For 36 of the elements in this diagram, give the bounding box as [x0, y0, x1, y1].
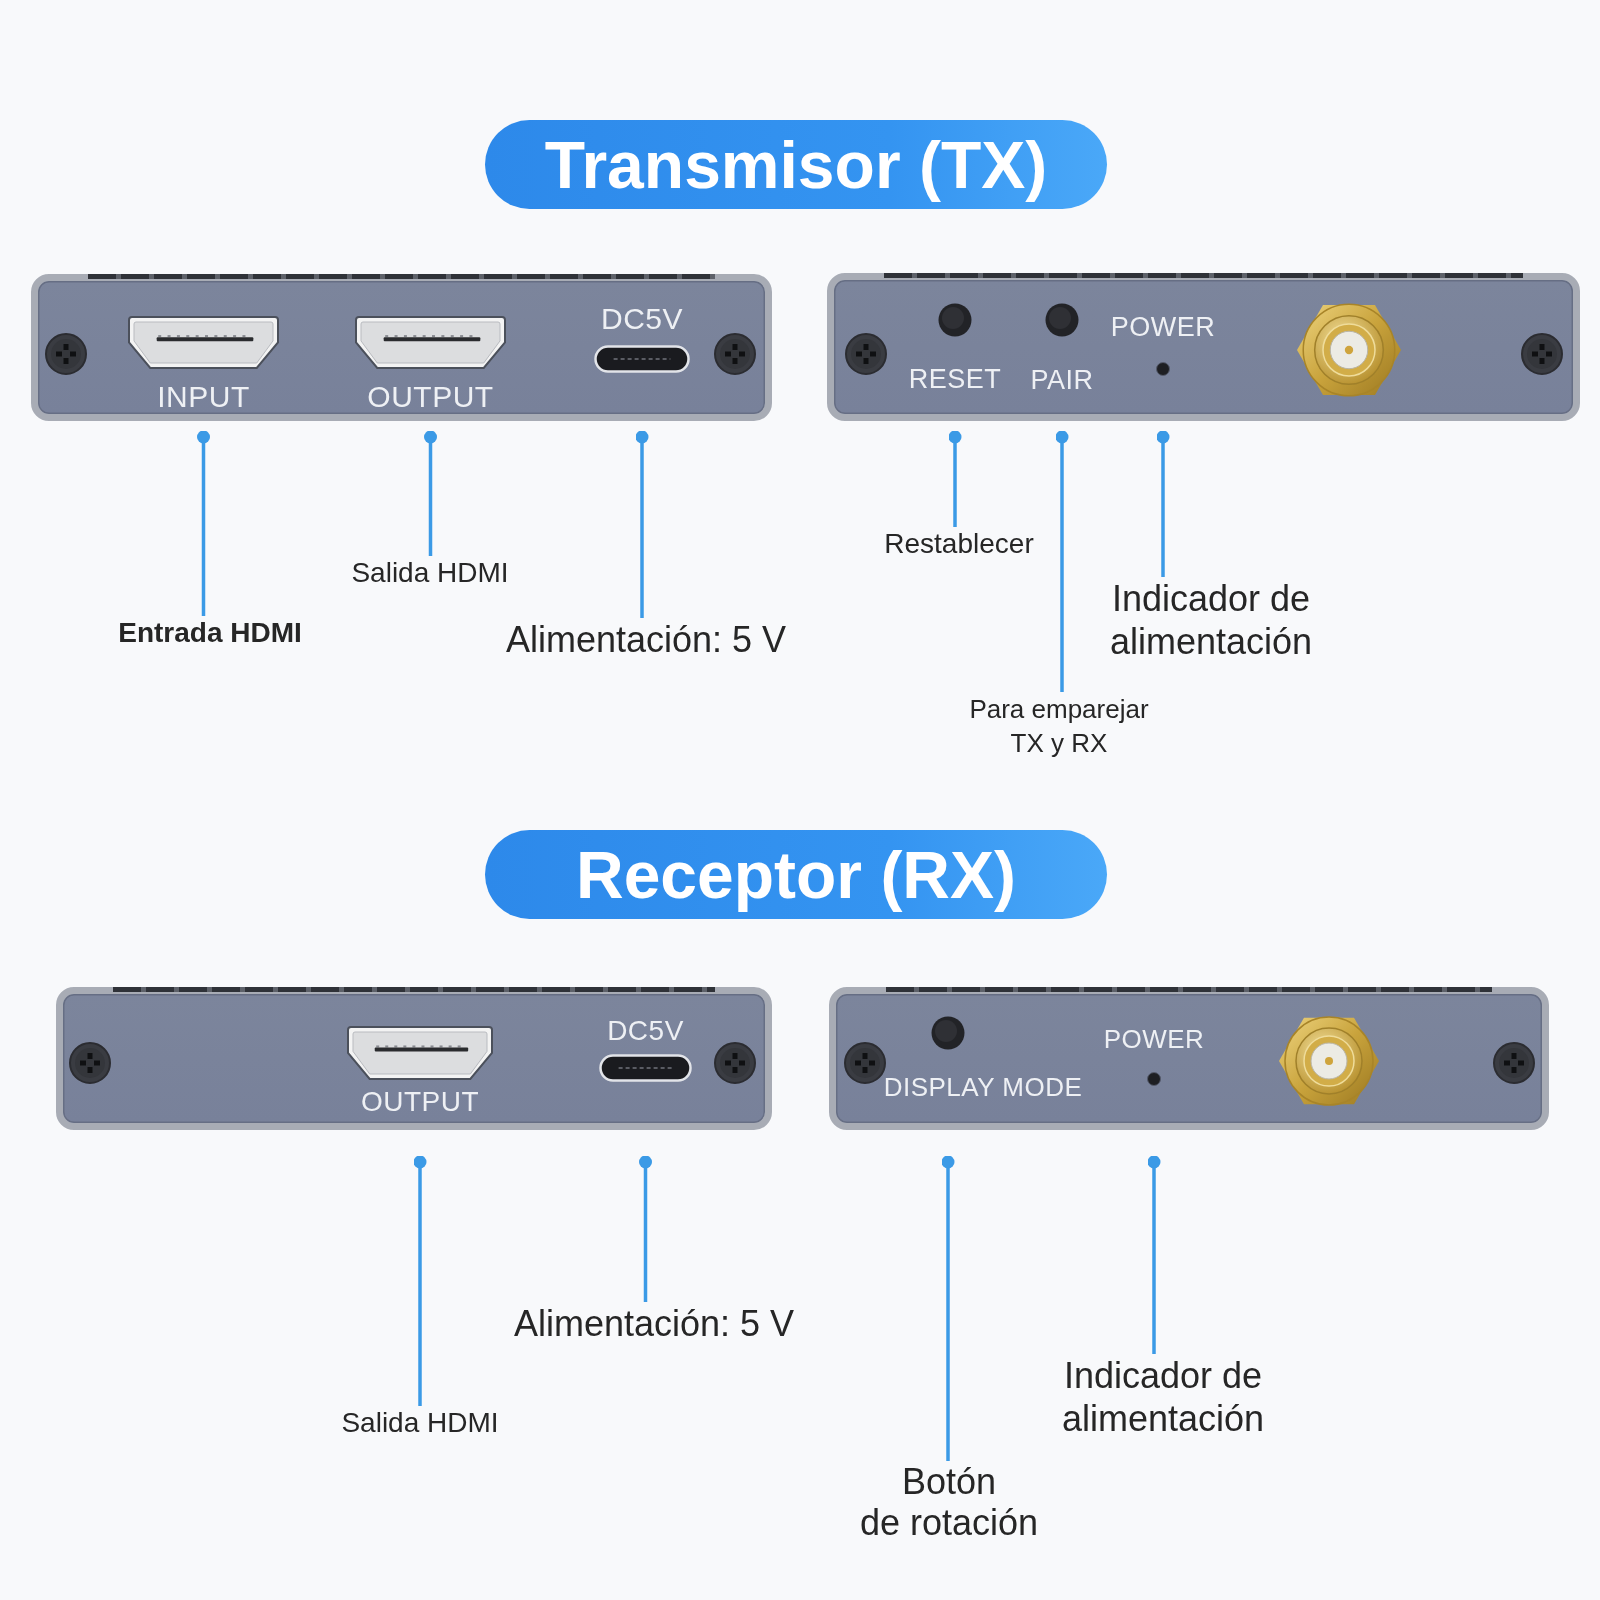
port-label: RESET: [908, 364, 1002, 395]
leader-line: [1147, 1155, 1161, 1354]
section-banner: Receptor (RX): [485, 830, 1107, 919]
port-label: OUTPUT: [360, 1086, 480, 1118]
callout-label: Alimentación: 5 V: [476, 618, 816, 661]
port-label: OUTPUT: [367, 379, 494, 414]
port-label: PAIR: [1030, 365, 1094, 396]
callout-label: Salida HDMI: [310, 556, 550, 590]
section-banner: Transmisor (TX): [485, 120, 1107, 209]
port-label: POWER: [1103, 1024, 1205, 1054]
callout-label: Entrada HDMI: [90, 616, 330, 650]
callout-label: Indicador de alimentación: [1081, 577, 1341, 663]
callout-label: Para emparejar TX y RX: [954, 692, 1164, 760]
device-panel: [827, 273, 1580, 421]
leader-line: [424, 430, 437, 556]
leader-line: [948, 430, 962, 527]
leader-line: [941, 1155, 955, 1461]
leader-line: [639, 1155, 652, 1302]
device-panel: [31, 274, 772, 421]
device-panel: [56, 987, 772, 1130]
device-panel: [829, 987, 1549, 1130]
leader-line: [197, 430, 210, 616]
leader-line: [413, 1155, 427, 1406]
callout-label: Alimentación: 5 V: [484, 1302, 824, 1345]
port-label: DC5V: [601, 301, 683, 336]
callout-label: Restablecer: [859, 527, 1059, 561]
callout-label: Indicador de alimentación: [1033, 1354, 1293, 1440]
port-label: POWER: [1110, 312, 1216, 343]
leader-line: [1156, 430, 1170, 577]
callout-label: Salida HDMI: [300, 1406, 540, 1440]
callout-label: Botón de rotación: [819, 1461, 1079, 1543]
port-label: DC5V: [607, 1015, 684, 1047]
port-label: INPUT: [157, 379, 250, 414]
leader-line: [1055, 430, 1069, 692]
leader-line: [635, 430, 649, 618]
port-label: DISPLAY MODE: [883, 1072, 1083, 1102]
